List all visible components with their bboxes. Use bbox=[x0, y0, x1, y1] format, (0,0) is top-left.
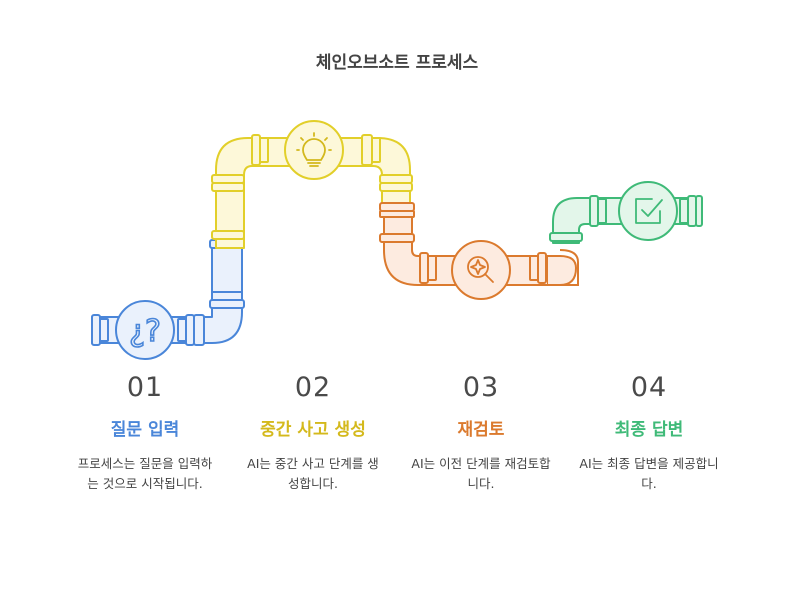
step-heading: 중간 사고 생성 bbox=[260, 420, 366, 440]
pipe-segment-yellow bbox=[211, 134, 413, 249]
step-number: 04 bbox=[630, 372, 668, 403]
question-mark-icon: ¿? bbox=[115, 300, 175, 360]
diagram-title: 체인오브소트 프로세스 bbox=[315, 53, 479, 73]
svg-text:¿?: ¿? bbox=[129, 314, 161, 349]
search-sparkle-icon bbox=[451, 240, 511, 300]
step-number: 01 bbox=[126, 372, 164, 403]
step-1: 01 질문 입력 프로세스는 질문을 입력하는 것으로 시작됩니다. bbox=[60, 372, 230, 494]
step-description: AI는 최종 답변을 제공합니다. bbox=[579, 456, 719, 491]
step-description: 프로세스는 질문을 입력하는 것으로 시작됩니다. bbox=[77, 456, 213, 491]
step-2: 02 중간 사고 생성 AI는 중간 사고 단계를 생성합니다. bbox=[228, 372, 398, 494]
step-heading: 최종 답변 bbox=[614, 420, 684, 440]
step-3: 03 재검토 AI는 이전 단계를 재검토합니다. bbox=[396, 372, 566, 494]
step-number: 03 bbox=[462, 372, 500, 403]
lightbulb-icon bbox=[284, 120, 344, 180]
step-description: AI는 중간 사고 단계를 생성합니다. bbox=[247, 456, 379, 491]
step-number: 02 bbox=[294, 372, 332, 403]
step-4: 04 최종 답변 AI는 최종 답변을 제공합니다. bbox=[564, 372, 734, 494]
step-heading: 질문 입력 bbox=[110, 420, 180, 440]
step-description: AI는 이전 단계를 재검토합니다. bbox=[411, 456, 551, 491]
checkbox-icon bbox=[618, 181, 678, 241]
step-heading: 재검토 bbox=[457, 420, 505, 440]
